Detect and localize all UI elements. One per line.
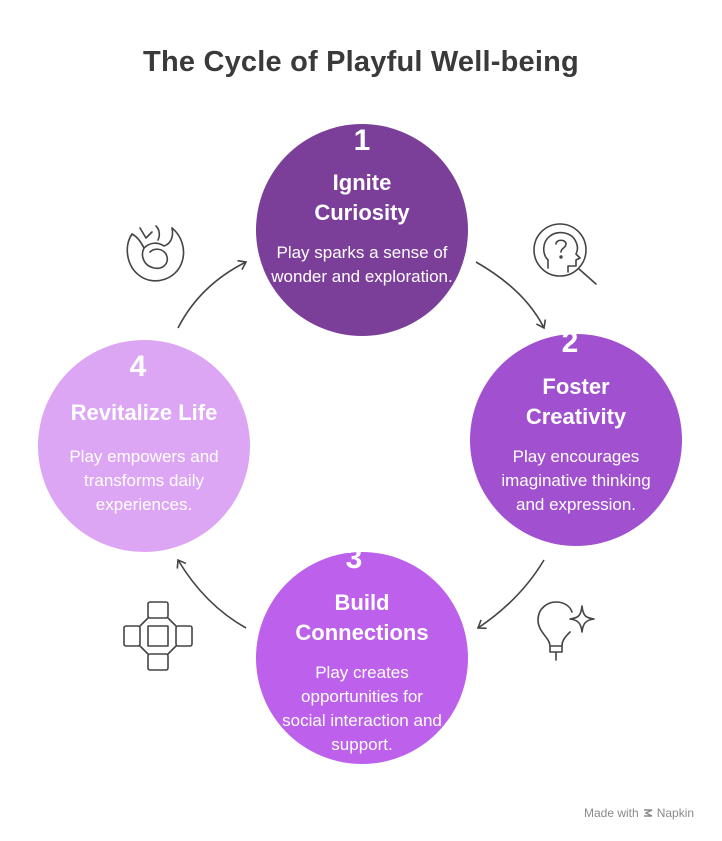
diagram-title: The Cycle of Playful Well-being	[143, 46, 579, 78]
step-heading: Revitalize Life	[70, 400, 218, 425]
step-heading: Build Connections	[295, 590, 429, 645]
step-number: 2	[561, 326, 579, 359]
step-description: Play encourages imaginative thinking and…	[501, 447, 651, 514]
phoenix-icon	[126, 225, 185, 282]
footer-brand: Napkin	[656, 806, 695, 820]
napkin-logo-icon	[643, 809, 653, 817]
step-heading: Foster Creativity	[525, 374, 627, 429]
step-number: 3	[345, 542, 363, 575]
arrow-3-to-4	[176, 558, 247, 629]
step-description: Play empowers and transforms daily exper…	[69, 447, 219, 514]
step-1-circle: 1 Ignite Curiosity Play sparks a sense o…	[256, 124, 468, 336]
step-4-circle: 4 Revitalize Life Play empowers and tran…	[38, 340, 250, 552]
arrow-2-to-3	[476, 559, 545, 630]
step-description: Play sparks a sense of wonder and explor…	[271, 243, 453, 286]
step-description: Play creates opportunities for social in…	[282, 663, 442, 754]
footer-made-with: Made with	[584, 806, 639, 820]
step-number: 4	[129, 350, 147, 383]
arrow-4-to-1	[177, 259, 248, 329]
made-with-napkin: Made with Napkin	[584, 806, 694, 820]
step-number: 1	[353, 124, 371, 157]
joined-hands-icon	[123, 601, 193, 671]
step-3-circle: 3 Build Connections Play creates opportu…	[256, 542, 468, 764]
step-heading: Ignite Curiosity	[314, 170, 410, 225]
curiosity-search-icon	[533, 223, 597, 285]
step-2-circle: 2 Foster Creativity Play encourages imag…	[470, 326, 682, 546]
lightbulb-sparkle-icon	[537, 601, 595, 661]
arrow-1-to-2	[475, 261, 547, 330]
